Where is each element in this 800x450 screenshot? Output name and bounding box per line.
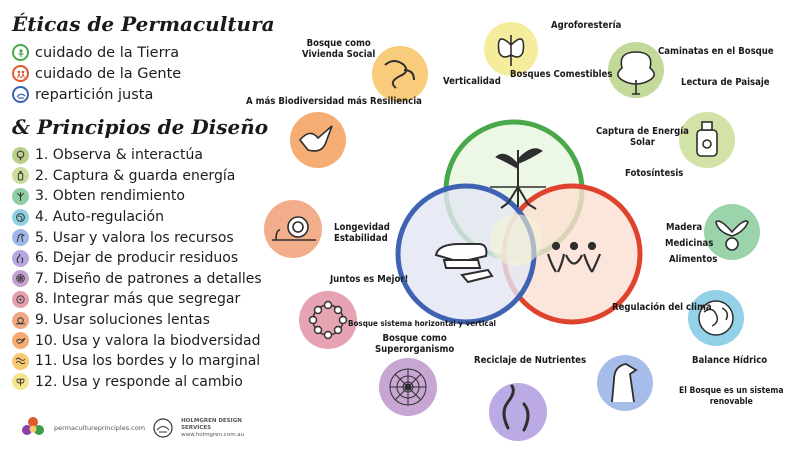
tree-icon bbox=[617, 51, 655, 95]
label-captura-energia: Captura de Energía Solar bbox=[596, 126, 689, 148]
label-fotosintesis: Fotosíntesis bbox=[625, 168, 684, 179]
snail-icon bbox=[12, 311, 29, 329]
horse-icon bbox=[12, 229, 29, 247]
bird-icon bbox=[12, 332, 29, 350]
principle-label: 2. Captura & guarda energía bbox=[35, 167, 236, 184]
earth-care-icon bbox=[12, 44, 29, 61]
ethic-fair-share: repartición justa bbox=[12, 84, 312, 105]
principle-label: 3. Obten rendimiento bbox=[35, 188, 185, 205]
principle-bubbles bbox=[264, 22, 760, 441]
label-alimentos: Alimentos bbox=[669, 254, 718, 265]
principle-item: 4. Auto-regulación bbox=[12, 207, 312, 228]
label-regulacion: Regulación del clima bbox=[612, 302, 712, 313]
label-verticalidad: Verticalidad bbox=[443, 76, 501, 87]
site-link[interactable]: permacultureprinciples.com bbox=[54, 424, 146, 432]
spiderweb-icon bbox=[12, 270, 29, 288]
label-superorganismo: Bosque como Superorganismo bbox=[375, 333, 455, 355]
ethic-label: cuidado de la Tierra bbox=[35, 44, 180, 61]
circle-icon bbox=[12, 290, 29, 308]
principle-item: 7. Diseño de patrones a detalles bbox=[12, 269, 312, 290]
butterfly-icon bbox=[497, 35, 525, 66]
label-agroforesteria: Agroforestería bbox=[551, 20, 622, 31]
principle-label: 5. Usar y valora los recursos bbox=[35, 229, 234, 246]
label-bosque-renovable: El Bosque es un sistema renovable bbox=[679, 386, 784, 407]
principle-label: 8. Integrar más que segregar bbox=[35, 291, 241, 308]
principle-label: 10. Usa y valora la biodversidad bbox=[35, 332, 261, 349]
principle-item: 9. Usar soluciones lentas bbox=[12, 310, 312, 331]
waves-icon bbox=[12, 352, 29, 370]
spiderweb-icon bbox=[389, 368, 427, 406]
principle-item: 12. Usa y responde al cambio bbox=[12, 372, 312, 393]
ethics-list: cuidado de la Tierra cuidado de la Gente… bbox=[12, 42, 312, 105]
waves-icon bbox=[384, 60, 415, 89]
people-figures-icon bbox=[546, 241, 602, 273]
globe-icon bbox=[12, 208, 29, 226]
label-caminatas: Caminatas en el Bosque bbox=[658, 46, 774, 57]
veggie-icon bbox=[715, 220, 749, 251]
label-bosques-comestibles: Bosques Comestibles bbox=[510, 69, 613, 80]
bubble-worm bbox=[489, 383, 547, 441]
footer: permacultureprinciples.com HOLMGREN DESI… bbox=[20, 415, 251, 441]
principle-item: 11. Usa los bordes y lo marginal bbox=[12, 351, 312, 372]
principle-item: 3. Obten rendimiento bbox=[12, 186, 312, 207]
label-medicinas: Medicinas bbox=[665, 238, 714, 249]
holmgren-logo-icon bbox=[153, 418, 173, 438]
brand-url: www.holmgren.com.au bbox=[181, 431, 245, 438]
people-care-icon bbox=[12, 65, 29, 82]
label-juntos: Juntos es Mejor! bbox=[330, 274, 409, 285]
worm-icon bbox=[12, 249, 29, 267]
bird-icon bbox=[298, 125, 333, 152]
principles-list: 1. Observa & interactúa 2. Captura & gua… bbox=[12, 145, 312, 392]
brand-block: HOLMGREN DESIGN SERVICES www.holmgren.co… bbox=[181, 418, 251, 439]
share-blocks-icon bbox=[434, 243, 494, 284]
principle-item: 5. Usar y valora los recursos bbox=[12, 227, 312, 248]
snail-icon bbox=[272, 216, 316, 241]
worm-icon bbox=[502, 384, 530, 432]
tree-icon bbox=[12, 146, 29, 164]
principle-item: 10. Usa y valora la biodversidad bbox=[12, 330, 312, 351]
ethic-label: repartición justa bbox=[35, 86, 154, 103]
ethic-label: cuidado de la Gente bbox=[35, 65, 182, 82]
brand-name: HOLMGREN DESIGN SERVICES bbox=[181, 417, 242, 431]
butterfly-icon bbox=[12, 373, 29, 391]
principle-label: 6. Dejar de producir residuos bbox=[35, 250, 239, 267]
principle-label: 4. Auto-regulación bbox=[35, 209, 164, 226]
label-madera: Madera bbox=[666, 222, 703, 233]
principle-item: 8. Integrar más que segregar bbox=[12, 289, 312, 310]
bubble-waves bbox=[372, 46, 428, 102]
principle-label: 7. Diseño de patrones a detalles bbox=[35, 270, 262, 287]
jar-icon bbox=[12, 167, 29, 185]
principle-label: 1. Observa & interactúa bbox=[35, 147, 203, 164]
veggie-icon bbox=[12, 187, 29, 205]
label-lectura-paisaje: Lectura de Paisaje bbox=[681, 77, 770, 88]
jar-icon bbox=[696, 121, 718, 157]
globe-icon bbox=[698, 300, 734, 336]
label-biodiversidad: A más Biodiversidad más Resiliencia bbox=[246, 96, 422, 107]
label-bosque-sistema: Bosque sistema horizontal y vertical bbox=[348, 319, 497, 328]
label-bosque-vivienda: Bosque como Vivienda Social bbox=[302, 38, 376, 60]
principle-label: 12. Usa y responde al cambio bbox=[35, 373, 243, 390]
bubble-circle bbox=[299, 291, 357, 349]
ethic-people-care: cuidado de la Gente bbox=[12, 63, 312, 84]
fair-share-icon bbox=[12, 86, 29, 103]
principles-title: & Principios de Diseño bbox=[12, 115, 269, 139]
principle-label: 9. Usar soluciones lentas bbox=[35, 312, 210, 329]
ethics-title: Éticas de Permacultura bbox=[12, 12, 275, 36]
legend-panel: Éticas de Permacultura cuidado de la Tie… bbox=[12, 12, 312, 392]
principle-item: 1. Observa & interactúa bbox=[12, 145, 312, 166]
venn-diagram bbox=[395, 119, 643, 325]
horse-icon bbox=[611, 363, 638, 403]
plant-roots-icon bbox=[490, 148, 546, 210]
principle-item: 2. Captura & guarda energía bbox=[12, 166, 312, 187]
label-reciclaje: Reciclaje de Nutrientes bbox=[474, 355, 587, 366]
flower-logo-icon bbox=[22, 417, 44, 435]
principle-item: 6. Dejar de producir residuos bbox=[12, 248, 312, 269]
label-balance: Balance Hídrico bbox=[692, 355, 768, 366]
principle-label: 11. Usa los bordes y lo marginal bbox=[35, 353, 261, 370]
ethic-earth-care: cuidado de la Tierra bbox=[12, 42, 312, 63]
label-longevidad: Longevidad Estabilidad bbox=[334, 222, 390, 244]
integrate-circle-icon bbox=[308, 300, 348, 340]
